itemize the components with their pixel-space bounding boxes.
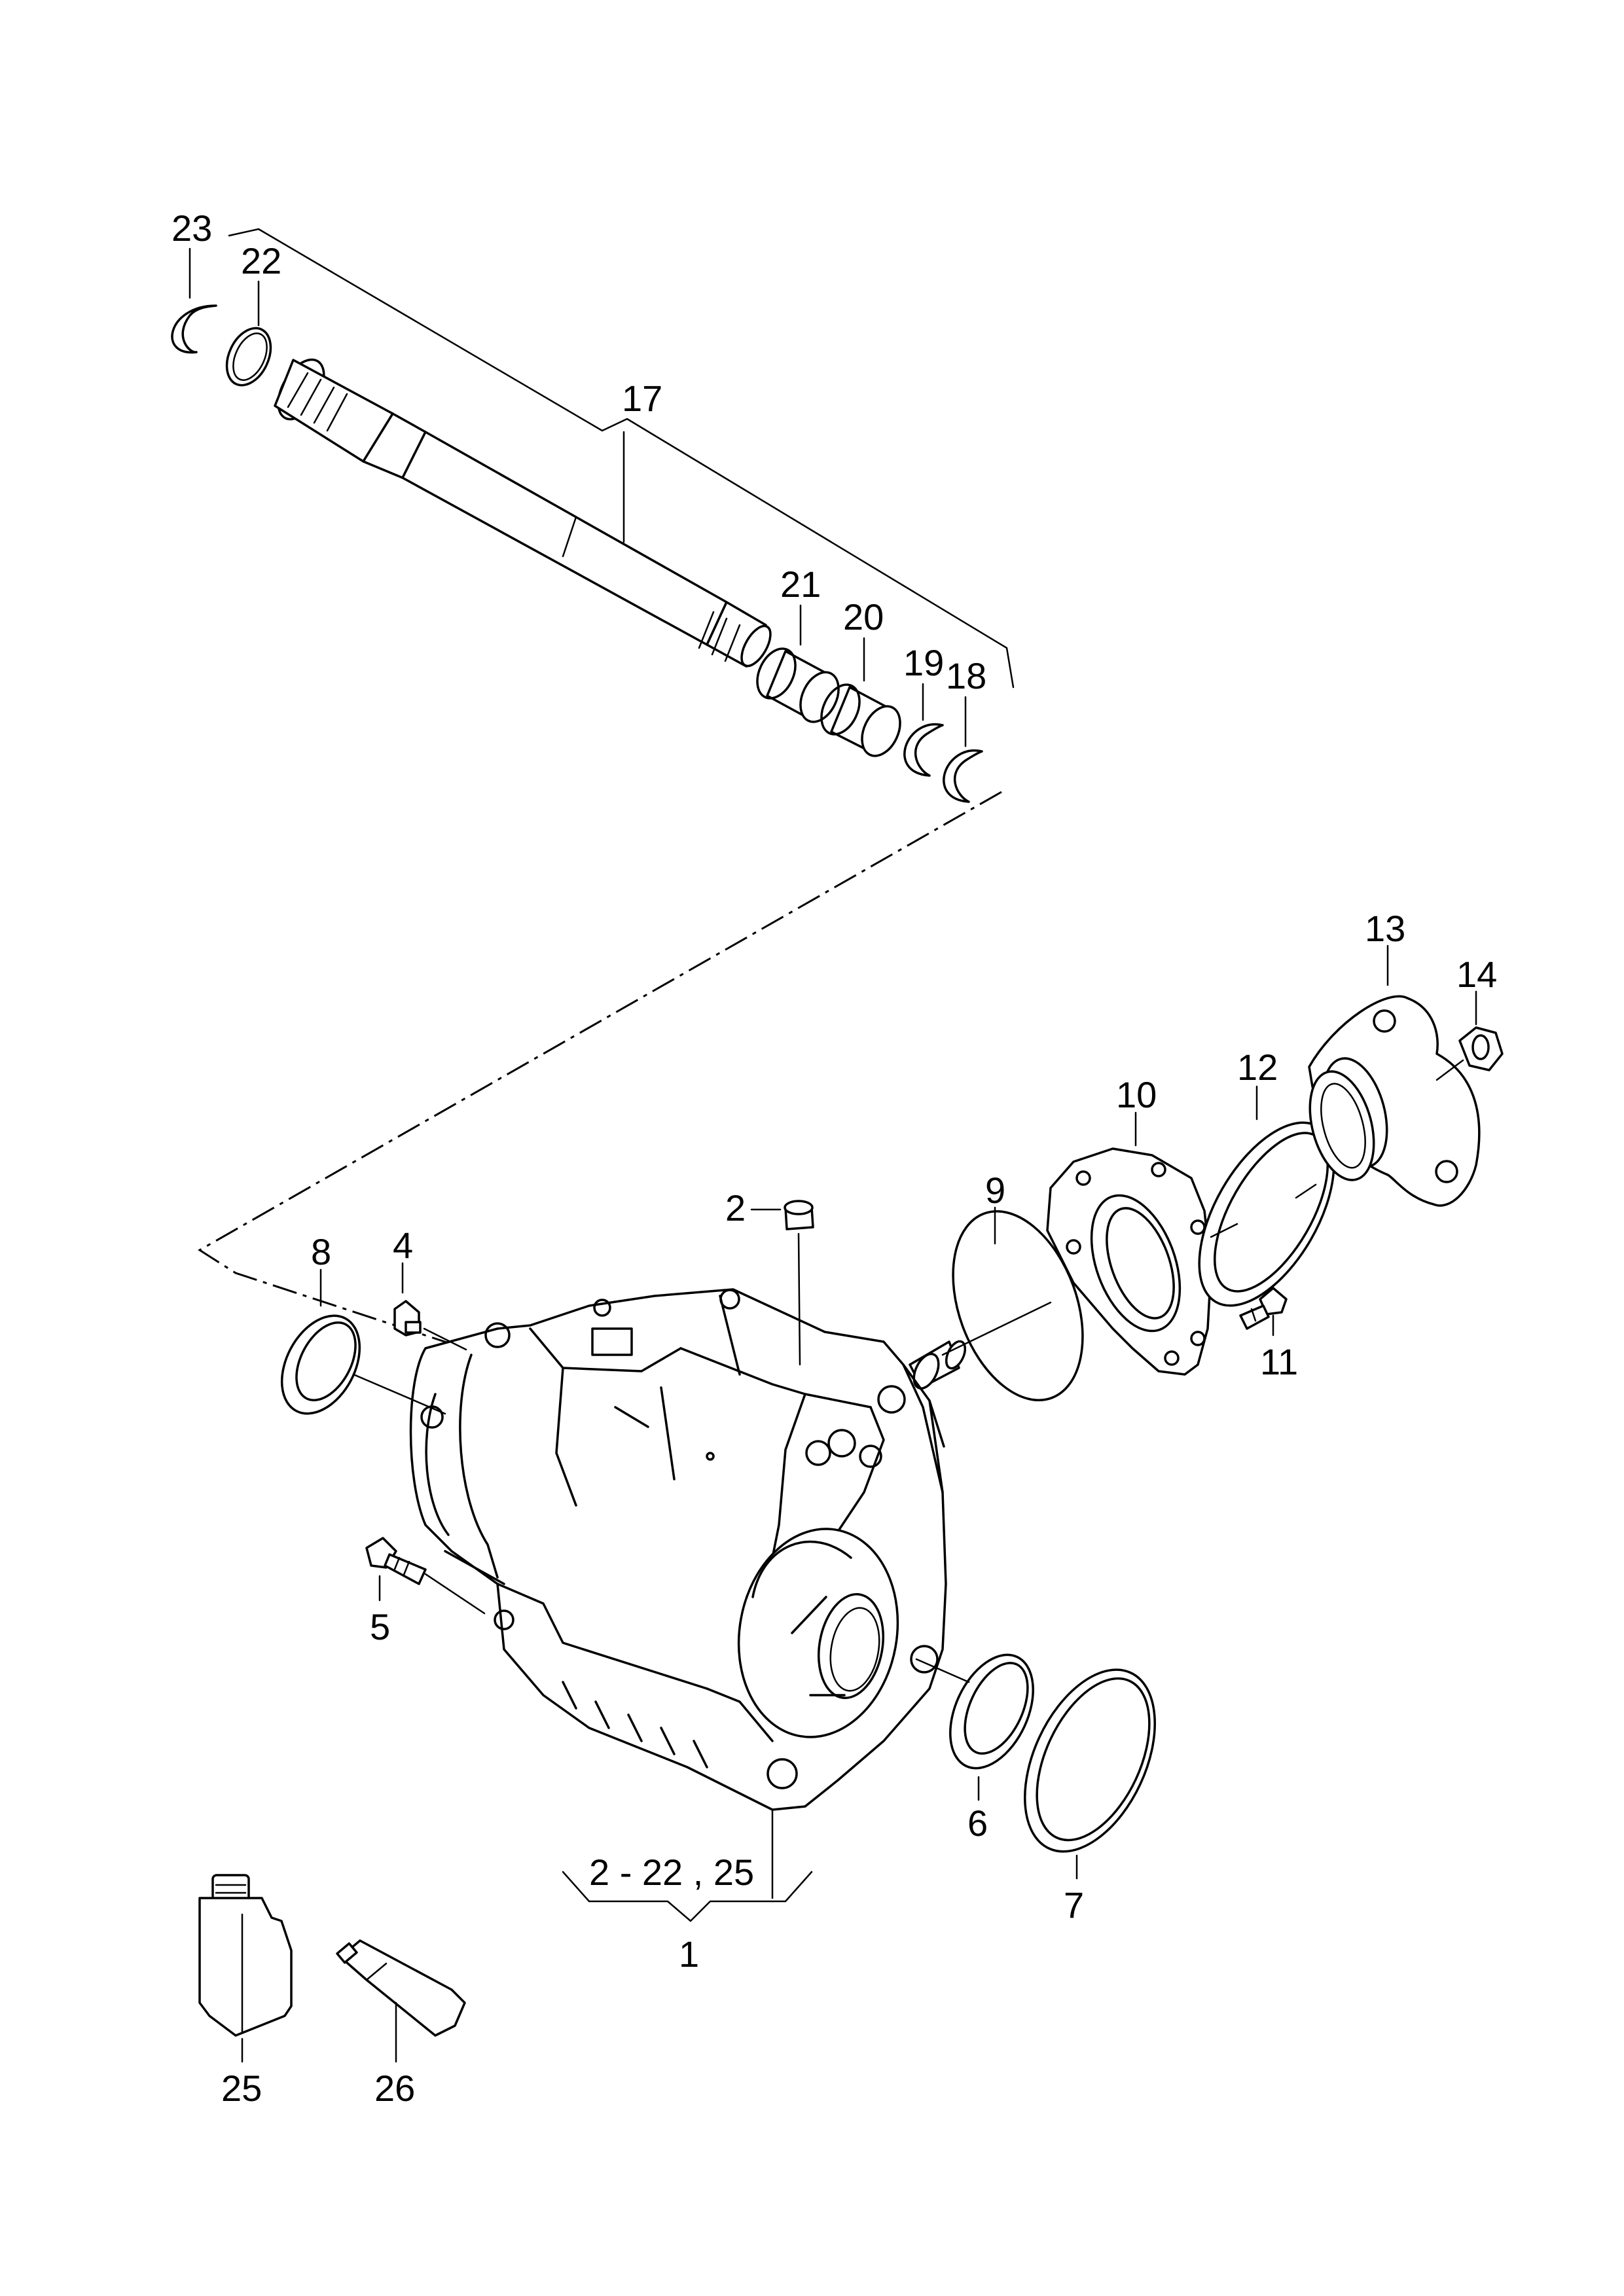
callout-10: 10 [1116, 1074, 1157, 1115]
callout-1: 1 [679, 1933, 699, 1975]
callout-9: 9 [985, 1170, 1005, 1211]
callout-6: 6 [967, 1803, 988, 1844]
assembly-axis-lines [941, 1059, 1464, 1356]
callout-26: 26 [374, 2068, 415, 2109]
callout-20: 20 [843, 596, 884, 637]
part-25-oil-bottle[interactable] [198, 1874, 293, 2063]
part-23-circlip[interactable] [171, 247, 217, 354]
callout-25: 25 [221, 2068, 262, 2109]
callout-14: 14 [1456, 954, 1497, 995]
part-6-seal[interactable] [915, 1641, 1050, 1801]
callout-4: 4 [393, 1225, 413, 1266]
part-21-needle-bearing[interactable] [750, 604, 846, 728]
part-5-bolt[interactable] [365, 1537, 486, 1615]
part-10-cover[interactable] [1046, 1111, 1212, 1376]
shaft-group-bracket [228, 228, 1015, 689]
assembly-path-line [198, 791, 1002, 1350]
callout-23: 23 [171, 207, 212, 249]
part-8-seal[interactable] [266, 1268, 446, 1427]
part-1-transfer-case-housing[interactable] [409, 1288, 969, 1811]
callout-2: 2 [725, 1187, 746, 1229]
callout-labels: 23 22 17 21 20 19 18 13 14 12 10 9 2 8 4… [171, 207, 1497, 2109]
callout-22: 22 [241, 240, 281, 281]
part-13-flange[interactable] [1299, 944, 1481, 1207]
callout-group-range: 2 - 22 , 25 [589, 1852, 754, 1893]
callout-8: 8 [311, 1231, 331, 1272]
callout-17: 17 [622, 378, 662, 419]
part-14-nut[interactable] [1458, 990, 1504, 1071]
callout-7: 7 [1064, 1884, 1084, 1926]
part-11-bolt[interactable] [1239, 1287, 1288, 1336]
part-26-sealant-tube[interactable] [336, 1939, 466, 2063]
housing-group-bracket [562, 1808, 813, 1922]
part-9-o-ring[interactable] [929, 1193, 1107, 1418]
part-18-circlip[interactable] [943, 696, 983, 803]
callout-12: 12 [1237, 1047, 1278, 1088]
part-2-plug[interactable] [750, 1200, 814, 1366]
callout-19: 19 [903, 642, 944, 683]
callout-11: 11 [1260, 1341, 1298, 1382]
part-22-ring[interactable] [218, 280, 279, 392]
part-20-needle-bearing[interactable] [814, 637, 908, 762]
part-17-shaft[interactable] [269, 352, 776, 671]
part-4-breather[interactable] [393, 1262, 467, 1351]
callout-5: 5 [370, 1606, 390, 1647]
callout-18: 18 [946, 655, 986, 696]
part-7-o-ring[interactable] [998, 1649, 1181, 1880]
part-19-circlip[interactable] [903, 683, 944, 777]
callout-21: 21 [780, 564, 821, 605]
callout-13: 13 [1365, 908, 1405, 949]
